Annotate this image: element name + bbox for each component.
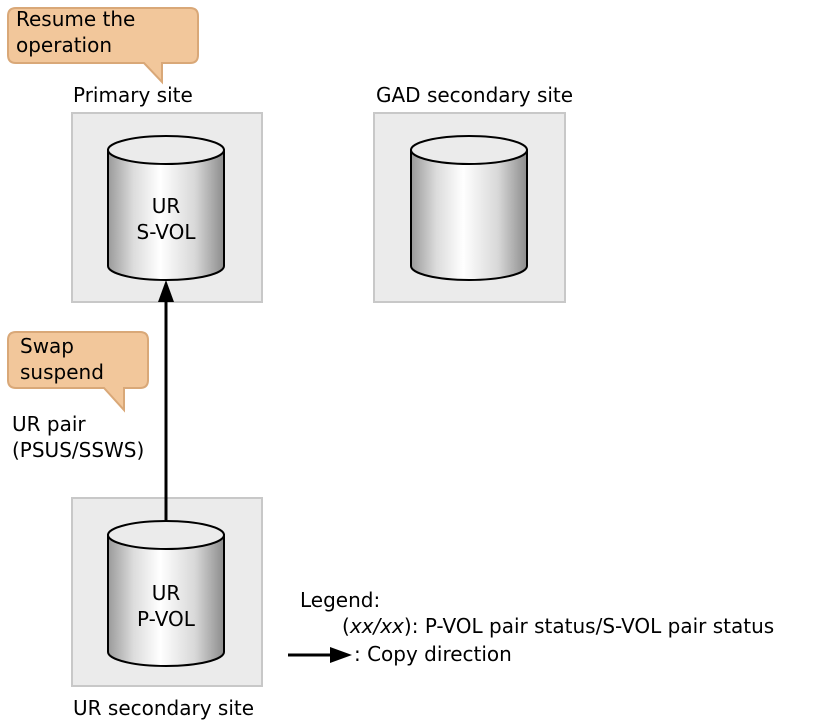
legend-status-key: xx/xx: [349, 614, 404, 638]
primary-site-label: Primary site: [73, 83, 193, 107]
swap-callout-line2: suspend: [20, 360, 104, 384]
resume-callout-line1: Resume the: [16, 7, 136, 31]
primary-volume-label-line1: UR: [152, 194, 181, 218]
legend-status-desc: : P-VOL pair status/S-VOL pair status: [411, 614, 775, 638]
pair-label-line1: UR pair: [12, 412, 86, 436]
legend-copy-desc: : Copy direction: [354, 642, 512, 666]
pair-label-line2: (PSUS/SSWS): [12, 438, 145, 462]
swap-callout-line1: Swap: [20, 334, 75, 358]
legend-title: Legend:: [300, 588, 381, 612]
ur-secondary-volume-label-line2: P-VOL: [137, 607, 196, 631]
ur-secondary-volume-label-line1: UR: [152, 581, 181, 605]
gad-secondary-site-label: GAD secondary site: [376, 83, 574, 107]
ur-secondary-site-label: UR secondary site: [73, 696, 255, 720]
gad-secondary-volume-icon: [410, 135, 528, 281]
resume-callout-line2: operation: [16, 33, 113, 57]
primary-volume-icon: [107, 135, 225, 281]
legend-status-row: (xx/xx): P-VOL pair status/S-VOL pair st…: [342, 614, 775, 638]
swap-callout-bubble: [7, 331, 149, 413]
ur-secondary-volume-icon: [107, 520, 225, 667]
primary-volume-label-line2: S-VOL: [137, 220, 197, 244]
legend-arrow-icon: [288, 647, 352, 663]
copy-direction-arrow: [158, 280, 174, 520]
resume-callout-bubble: [7, 7, 199, 85]
